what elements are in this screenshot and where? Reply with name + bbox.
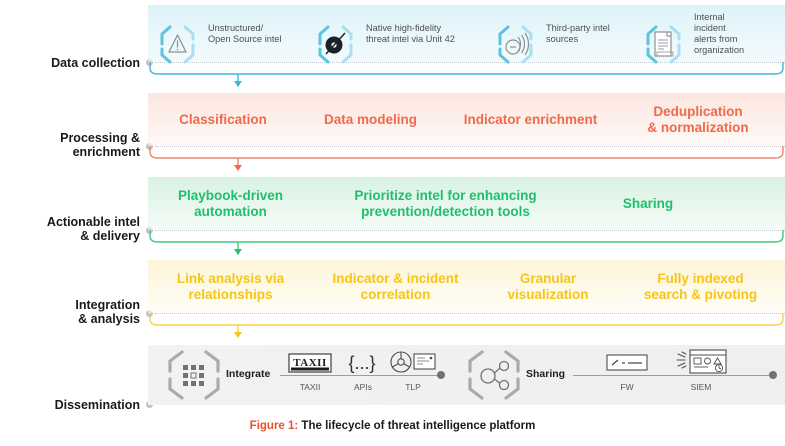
band-items: Link analysis via relationships Indicato… [148, 260, 785, 313]
stage-band-processing: Classification Data modeling Indicator e… [148, 93, 785, 146]
curly-braces-icon: {...} [340, 351, 384, 375]
dissemination-strip: Integrate TAXII TAXII {...} APIs [148, 345, 785, 405]
dissemination-end-dot [769, 371, 777, 379]
stage-label-text: Actionable intel & delivery [46, 215, 140, 243]
stage-label-dissemination: Dissemination [0, 396, 140, 414]
node-network-hexagon-icon [466, 349, 522, 401]
dissemination-action-label: Sharing [526, 368, 566, 380]
integration-item: Fully indexed search & pivoting [643, 271, 758, 302]
dissemination-groups: Integrate TAXII TAXII {...} APIs [148, 345, 785, 405]
stage-label-text: Data collection [51, 56, 140, 70]
collection-item-label: Native high-fidelity threat intel via Un… [366, 22, 455, 44]
stage-label-text: Dissemination [54, 398, 140, 412]
band-background [148, 260, 785, 313]
actionable-item: Sharing [622, 195, 674, 211]
firewall-appliance-icon [606, 354, 648, 371]
warning-triangle-icon [154, 10, 201, 64]
document-report-icon [640, 10, 687, 64]
svg-text:TAXII: TAXII [293, 357, 326, 369]
processing-item: Data modeling [323, 111, 417, 127]
stage-bracket-1 [148, 62, 785, 88]
collection-item-label: Third-party intel sources [546, 22, 610, 44]
collection-item: Unstructured/ Open Source intel [154, 10, 312, 64]
dissemination-endpoint-caption: APIs [354, 382, 372, 392]
stage-band-integration: Link analysis via relationships Indicato… [148, 260, 785, 313]
taxii-badge-icon: TAXII [288, 353, 332, 373]
figure-caption: Figure 1: The lifecycle of threat intell… [0, 420, 785, 432]
stage-label-data-collection: Data collection [0, 54, 140, 72]
collection-item-label: Unstructured/ Open Source intel [208, 22, 282, 44]
dissemination-end-dot [437, 371, 445, 379]
stage-band-data-collection: Unstructured/ Open Source intel [148, 5, 785, 64]
stage-label-processing-enrichment: Processing & enrichment [0, 131, 140, 161]
band-items: Unstructured/ Open Source intel [148, 5, 785, 64]
integration-item: Granular visualization [507, 271, 589, 302]
collection-item: Third-party intel sources [492, 10, 640, 64]
grid-squares-hexagon-icon [166, 349, 222, 401]
band-items: Playbook-driven automation Prioritize in… [148, 177, 785, 230]
band-background [148, 93, 785, 146]
actionable-item: Prioritize intel for enhancing preventio… [354, 188, 537, 219]
svg-text:{...}: {...} [348, 353, 375, 373]
stage-label-text: Processing & enrichment [60, 131, 140, 159]
processing-item: Deduplication & normalization [647, 104, 749, 135]
actionable-item: Playbook-driven automation [177, 188, 284, 219]
figure-caption-text: The lifecycle of threat intelligence pla… [298, 420, 536, 432]
stage-dotted-rule [155, 62, 785, 63]
figure-number: Figure 1: [249, 420, 299, 432]
collection-item: Internal incident alerts from organizati… [640, 10, 780, 64]
dissemination-endpoint-caption: TLP [405, 382, 421, 392]
dissemination-endpoint-caption: FW [620, 382, 634, 392]
compass-needle-icon [312, 10, 359, 64]
stage-dotted-rule [155, 230, 785, 231]
band-items: Classification Data modeling Indicator e… [148, 93, 785, 146]
dissemination-action-label: Integrate [226, 368, 271, 380]
stage-dotted-rule [155, 313, 785, 314]
stage-bracket-3 [148, 230, 785, 256]
band-background [148, 177, 785, 230]
signal-broadcast-icon [492, 10, 539, 64]
processing-item: Classification [179, 111, 267, 127]
dissemination-connector-line [573, 375, 773, 376]
dissemination-connector-line [280, 375, 440, 376]
dissemination-endpoint-caption: TAXII [299, 382, 321, 392]
processing-item: Indicator enrichment [463, 111, 598, 127]
stage-bracket-4 [148, 313, 785, 339]
integration-item: Indicator & incident correlation [332, 271, 459, 302]
stage-label-integration-analysis: Integration & analysis [0, 298, 140, 328]
integration-item: Link analysis via relationships [176, 271, 285, 302]
collection-item: Native high-fidelity threat intel via Un… [312, 10, 492, 64]
stage-bracket-2 [148, 146, 785, 172]
stage-label-text: Integration & analysis [75, 298, 140, 326]
dissemination-endpoint-caption: SIEM [690, 382, 712, 392]
collection-item-label: Internal incident alerts from organizati… [694, 11, 745, 55]
stage-label-actionable-intel: Actionable intel & delivery [0, 215, 140, 245]
siem-dashboard-icon [676, 348, 728, 376]
tlp-wheel-monitor-icon [388, 349, 438, 375]
stage-band-actionable: Playbook-driven automation Prioritize in… [148, 177, 785, 230]
stage-dotted-rule [155, 146, 785, 147]
